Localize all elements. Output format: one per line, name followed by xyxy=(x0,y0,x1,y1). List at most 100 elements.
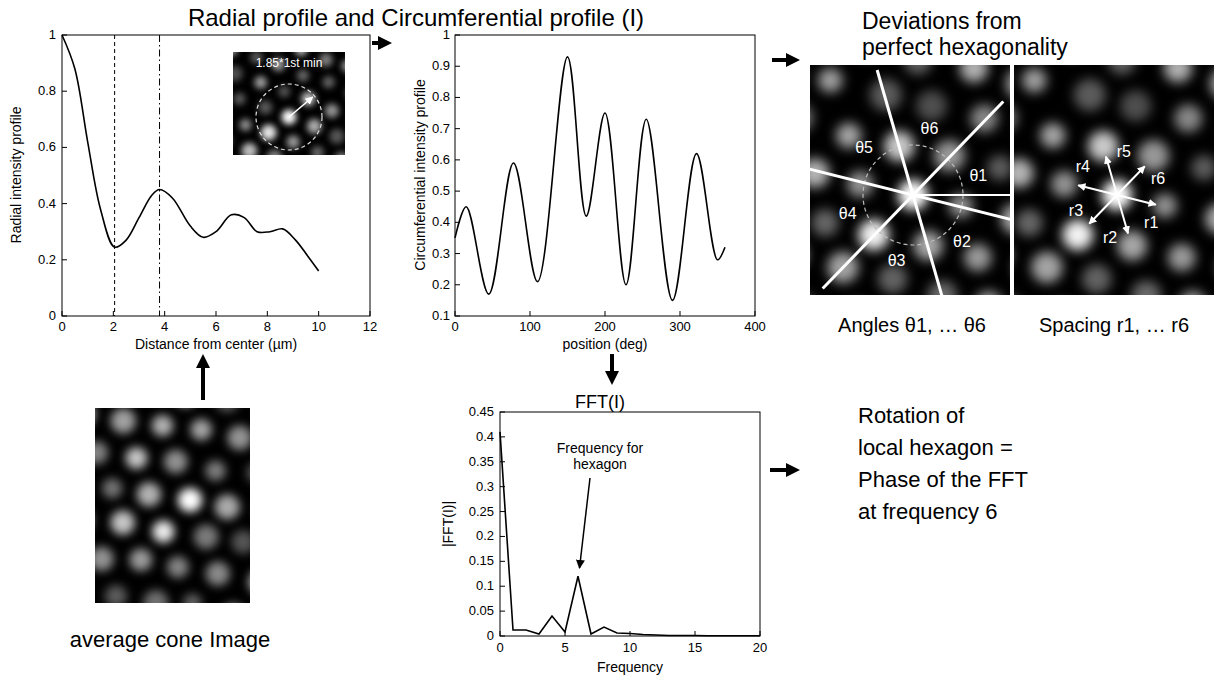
cone-blob xyxy=(227,66,243,82)
ring-circle xyxy=(256,84,322,150)
cone-blob xyxy=(753,5,783,35)
cone-blob xyxy=(325,104,339,118)
cone-blob xyxy=(989,104,1017,132)
spacing-arrow xyxy=(1117,195,1156,205)
cone-blob xyxy=(167,556,189,578)
cone-blob xyxy=(137,482,161,506)
cone-blob xyxy=(231,530,254,553)
tick-label: 0.3 xyxy=(432,246,450,261)
spacing-label: r4 xyxy=(1076,158,1090,176)
tick-label: 0.9 xyxy=(432,59,450,74)
tick-mark xyxy=(216,311,217,316)
cone-blob xyxy=(1004,159,1033,188)
cone-blob xyxy=(267,150,282,165)
cone-blob xyxy=(927,281,957,311)
cone-blob xyxy=(368,68,380,80)
cone-blob xyxy=(293,161,306,174)
cone-blob xyxy=(297,69,309,81)
cone-blob xyxy=(763,189,792,218)
tick-label: 4 xyxy=(161,320,168,335)
radial-profile-curve xyxy=(62,35,319,271)
cone-blob xyxy=(967,189,996,218)
cone-blob xyxy=(1191,155,1216,180)
cone-blob xyxy=(296,186,311,201)
tick-mark xyxy=(455,66,460,67)
cone-image xyxy=(0,313,417,680)
cone-blob xyxy=(987,155,1012,180)
cone-blob xyxy=(941,91,967,117)
cone-blob xyxy=(343,617,366,640)
tick-mark xyxy=(500,536,505,537)
cone-blob xyxy=(809,19,833,43)
cone-blob xyxy=(242,357,262,377)
tick-mark xyxy=(500,586,505,587)
cone-blob xyxy=(295,44,307,56)
cone-blob xyxy=(205,460,226,481)
tick-mark xyxy=(755,311,756,316)
cone-blob xyxy=(215,494,240,519)
tick-mark xyxy=(62,35,67,36)
cone-blob xyxy=(189,98,203,112)
cone-blob xyxy=(1131,281,1161,311)
cone-blob xyxy=(383,170,398,185)
spacing-arrow xyxy=(1078,185,1117,195)
cone-blob xyxy=(239,119,251,131)
cone-blob xyxy=(281,364,300,383)
cone-blob xyxy=(183,74,196,87)
inset-caption: 1.85*1st min xyxy=(256,57,323,71)
cone-blob xyxy=(349,230,363,244)
spacing-arrow xyxy=(1117,166,1145,195)
result-note: Rotation of local hexagon = Phase of the… xyxy=(858,400,1028,528)
spacing-label: r6 xyxy=(1151,170,1165,188)
plot-frame xyxy=(62,35,370,316)
cone-blob xyxy=(322,76,334,88)
cone-blob xyxy=(338,178,354,194)
cone-blob xyxy=(396,248,411,263)
tick-mark xyxy=(62,147,67,148)
tick-mark xyxy=(455,35,460,36)
cone-blob xyxy=(206,562,230,586)
cone-blob xyxy=(297,210,312,225)
cone-blob xyxy=(1041,359,1067,385)
image-ground xyxy=(1014,65,1214,295)
image-panel: Spacing r1, … r6 xyxy=(1012,63,1216,345)
cone-blob xyxy=(35,506,55,526)
cone-blob xyxy=(183,594,202,613)
flow-arrow xyxy=(610,354,614,372)
plot-title: FFT(I) xyxy=(575,392,625,413)
cone-blob xyxy=(310,438,330,458)
image-ground xyxy=(95,408,250,603)
cone-blob xyxy=(199,30,214,45)
tick-label: 2 xyxy=(110,320,117,335)
cone-blob xyxy=(1205,203,1219,233)
cone-blob xyxy=(134,376,157,399)
angle-label: θ3 xyxy=(888,252,906,270)
cone-blob xyxy=(781,242,807,268)
image-caption: average cone Image xyxy=(70,627,271,652)
tick-mark xyxy=(455,222,460,223)
flow-arrow xyxy=(372,41,379,45)
tick-mark xyxy=(62,259,67,260)
cone-blob xyxy=(339,512,362,535)
tick-mark xyxy=(113,311,114,316)
image-ground xyxy=(233,52,345,155)
inset-image xyxy=(166,0,410,263)
cone-blob xyxy=(1146,336,1171,361)
cone-blob xyxy=(286,135,299,148)
cone-blob xyxy=(102,478,122,498)
cone-blob xyxy=(370,212,384,226)
angle-line xyxy=(787,164,1039,227)
tick-label: 0.45 xyxy=(469,405,494,420)
cone-blob xyxy=(194,524,219,549)
cone-blob xyxy=(59,470,80,491)
tick-mark xyxy=(455,159,460,160)
cone-blob xyxy=(4,320,25,341)
tick-mark xyxy=(318,311,319,316)
cone-blob xyxy=(89,547,113,571)
cone-blob xyxy=(79,337,101,359)
cone-blob xyxy=(257,499,281,523)
cone-blob xyxy=(345,87,358,100)
cone-blob xyxy=(290,577,311,598)
axis-title: Frequency xyxy=(597,659,663,675)
tick-label: 0.2 xyxy=(432,277,450,292)
